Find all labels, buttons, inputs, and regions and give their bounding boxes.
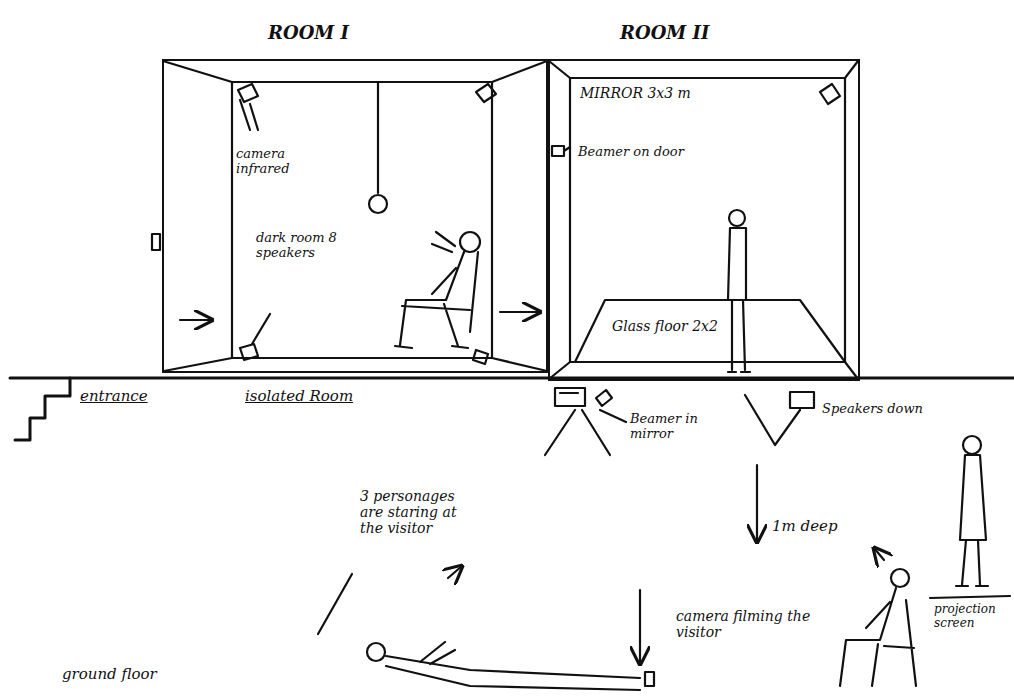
camera-icon: [476, 84, 496, 102]
sketch-note: ground floor: [62, 666, 202, 683]
seated-figure: [460, 232, 480, 252]
sketch-note: 1m deep: [772, 518, 862, 535]
camera-icon: [238, 84, 570, 156]
seated-visitor: [840, 588, 916, 686]
camera-symbol: [639, 590, 641, 664]
speaker-box: [790, 392, 814, 408]
lying-figure: [448, 566, 462, 578]
room-box: ROOM IIMIRROR 3x3 mBeamer on doorGlass f…: [548, 59, 860, 381]
light-bulb: [377, 83, 379, 193]
speaker-box: [745, 395, 800, 445]
speaker-icon: [473, 350, 488, 364]
speaker-icon: [240, 314, 270, 360]
sketch-note: Speakers down: [822, 402, 952, 417]
speaker-box: [745, 392, 814, 445]
sketch-note: isolated Room: [245, 388, 375, 405]
seated-visitor: [891, 569, 909, 587]
room-note: Beamer on door: [578, 145, 738, 160]
camera-icon: [552, 146, 570, 156]
lying-figure: [386, 642, 640, 690]
sketch-note: entrance: [80, 388, 180, 405]
standing-figure: [728, 210, 750, 372]
room-perspective: [163, 61, 547, 371]
lying-figure: [318, 566, 640, 690]
room-perspective: [152, 234, 160, 250]
seated-figure: [395, 252, 478, 348]
camera-symbol: [640, 590, 654, 686]
standing-figure: [729, 210, 745, 226]
sketch-note: projection screen: [934, 603, 1008, 631]
room-box: ROOM Icamera infrareddark room 8 speaker…: [162, 59, 548, 373]
standing-visitor: [956, 455, 988, 586]
room-perspective: [152, 61, 858, 379]
sketch-note: 3 personages are staring at the visitor: [360, 488, 478, 536]
sketch-note: Beamer in mirror: [630, 412, 722, 442]
room-note: camera infrared: [236, 147, 322, 177]
glass-floor: [575, 300, 845, 362]
lying-figure: [318, 574, 352, 634]
flow-arrow: [180, 312, 540, 320]
sketch-note: camera filming the visitor: [676, 608, 816, 640]
lying-figure: [367, 643, 385, 661]
room-note: Glass floor 2x2: [612, 318, 742, 334]
ground-line: [10, 378, 1014, 440]
ground-line: [15, 378, 70, 440]
seated-figure: [395, 232, 480, 348]
light-bulb: [369, 195, 387, 213]
ground-line: [10, 377, 1014, 380]
beamer-icon: [555, 388, 585, 406]
room-heading: ROOM II: [620, 23, 750, 44]
light-bulb: [369, 83, 387, 213]
standing-visitor: [963, 436, 981, 454]
beamer-icon: [545, 388, 626, 455]
flow-arrow: [500, 311, 540, 313]
depth-arrow: [756, 465, 758, 542]
camera-icon: [238, 84, 258, 130]
room-perspective: [570, 78, 845, 362]
seated-visitor: [840, 548, 916, 686]
room-note: MIRROR 3x3 m: [580, 85, 750, 101]
flow-arrow: [180, 319, 212, 321]
room-heading: ROOM I: [268, 23, 388, 44]
standing-visitor: [930, 596, 1010, 598]
depth-arrow: [756, 465, 758, 542]
beamer-icon: [560, 390, 612, 406]
speaker-icon: [820, 84, 840, 104]
room-note: dark room 8 speakers: [256, 231, 360, 261]
glass-floor: [575, 300, 845, 362]
seated-figure: [432, 232, 455, 252]
seated-visitor: [874, 548, 884, 560]
room-perspective: [549, 61, 858, 379]
room-perspective: [232, 82, 492, 358]
beamer-icon: [545, 410, 626, 455]
standing-visitor: [930, 436, 1010, 598]
speaker-icon: [240, 84, 840, 364]
camera-symbol: [645, 672, 654, 686]
